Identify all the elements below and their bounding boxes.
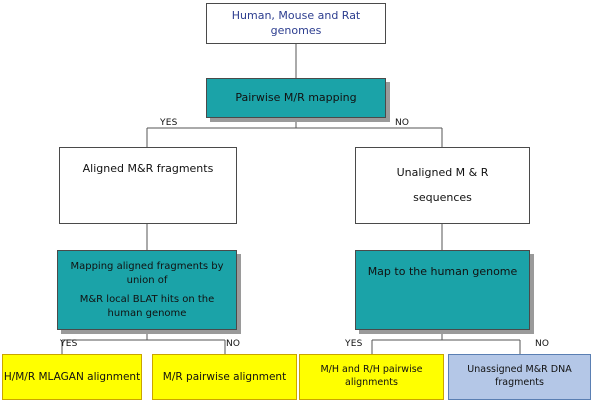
mr-pairwise-label: M/R pairwise alignment [162,370,287,383]
unassigned-label: Unassigned M&R DNA fragments [467,364,572,388]
map-to-human-label: Map to the human genome [367,265,518,278]
hmr-mlagan-box: H/M/R MLAGAN alignment [2,354,142,400]
map-to-human-box: Map to the human genome [355,250,530,330]
pairwise-mapping-box: Pairwise M/R mapping [206,78,386,118]
mapping-union-line2: M&R local BLAT hits on the human genome [79,294,215,319]
genomes-label: Human, Mouse and Rat genomes [231,8,361,37]
hmr-mlagan-label: H/M/R MLAGAN alignment [3,370,141,383]
pairwise-mapping-label: Pairwise M/R mapping [235,90,357,104]
aligned-fragments-box: Aligned M&R fragments [59,147,237,224]
left-yes-label: YES [60,339,78,349]
unassigned-box: Unassigned M&R DNA fragments [448,354,591,400]
right-yes-label: YES [345,339,363,349]
unaligned-sequences-line1: Unaligned M & R [396,165,489,179]
mh-rh-pairwise-label: M/H and R/H pairwise alignments [320,364,423,388]
top-no-label: NO [395,118,410,128]
unaligned-sequences-line2: sequences [413,190,472,204]
genomes-box: Human, Mouse and Rat genomes [206,3,386,44]
top-yes-label: YES [160,118,178,128]
mh-rh-pairwise-box: M/H and R/H pairwise alignments [299,354,444,400]
right-no-label: NO [535,339,550,349]
unaligned-sequences-box: Unaligned M & R sequences [355,147,530,224]
aligned-fragments-label: Aligned M&R fragments [82,162,214,175]
mapping-union-line1: Mapping aligned fragments by union of [70,261,224,286]
left-no-label: NO [226,339,241,349]
mapping-union-box: Mapping aligned fragments by union of M&… [57,250,237,330]
mr-pairwise-box: M/R pairwise alignment [152,354,297,400]
